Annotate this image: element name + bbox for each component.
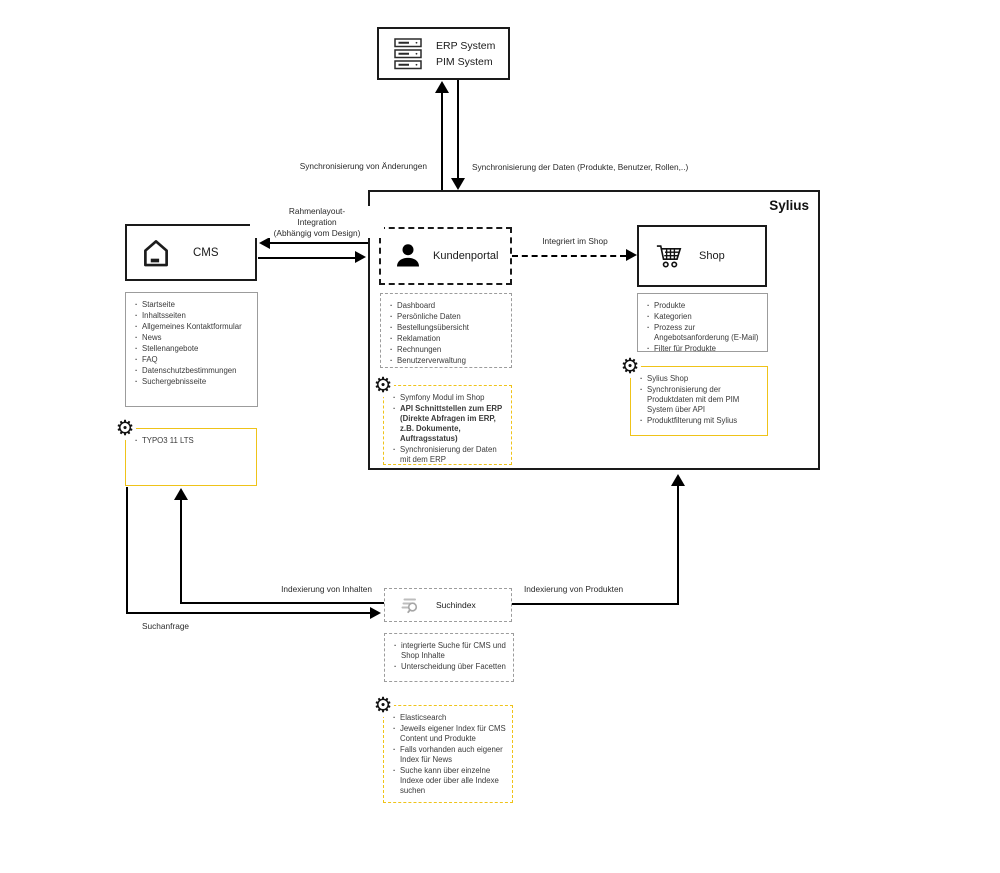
shop-feature-list[interactable]: ProdukteKategorienProzess zur Angebotsan… [637,293,768,354]
arrow-up-to-erp [435,81,449,93]
kundenportal-node-label: Kundenportal [433,250,499,262]
rahmenlayout-label-line2: Integration [297,216,337,227]
arrow-up-to-sylius [671,474,685,486]
gear-icon: ⚙ [372,694,394,717]
edge-suchanfrage-horizontal [126,612,370,614]
list-item: Prozess zur Angebotsanforderung (E-Mail) [647,323,763,343]
symfony-note[interactable]: ⚙ Symfony Modul im ShopAPI Schnittstelle… [372,375,512,465]
edge-rahmenlayout-left [270,242,368,244]
arrow-right-to-sylius [355,251,366,263]
arrow-down-to-sylius [451,178,465,190]
shopping-cart-icon [656,245,682,268]
edge-index-produkte-vertical [677,486,679,605]
list-item: Filter für Produkte [647,344,763,354]
rahmenlayout-label-line3: (Abhängig vom Design) [273,227,361,238]
list-item: integrierte Suche für CMS und Shop Inhal… [394,641,509,661]
arrow-right-to-suchindex [370,607,381,619]
list-item: Suchergebnisseite [135,377,253,387]
shop-node-label: Shop [699,250,725,262]
list-item: Reklamation [390,334,507,344]
rahmenlayout-label: Rahmenlayout- Integration (Abhängig vom … [250,206,384,239]
list-item: Produkte [647,301,763,311]
list-item: Persönliche Daten [390,312,507,322]
erp-pim-node[interactable]: ERP System PIM System [377,27,510,80]
suchanfrage-label: Suchanfrage [140,621,192,631]
list-item: Datenschutzbestimmungen [135,366,253,376]
sync-data-label: Synchronisierung der Daten (Produkte, Be… [470,162,691,172]
pim-node-label: PIM System [436,55,493,68]
list-item: Falls vorhanden auch eigener Index für N… [393,745,508,765]
home-icon [144,239,168,266]
list-item: FAQ [135,355,253,365]
sylius-container-title: Sylius [769,198,809,213]
search-index-icon [401,598,418,614]
person-icon [397,244,419,267]
list-item: Elasticsearch [393,713,508,723]
edge-index-produkte-horizontal [512,603,679,605]
list-item: Stellenangebote [135,344,253,354]
erp-node-label: ERP System [436,39,496,52]
list-item: Allgemeines Kontaktformular [135,322,253,332]
list-item: Symfony Modul im Shop [393,393,507,403]
gear-icon: ⚙ [619,355,641,378]
list-item: Produktfilterung mit Sylius [640,416,763,426]
arrow-right-to-shop [626,249,637,261]
arrow-up-to-cms [174,488,188,500]
shop-node[interactable]: Shop [637,225,767,287]
cms-node[interactable]: CMS [125,224,257,281]
suchindex-node[interactable]: Suchindex [384,588,512,622]
gear-icon: ⚙ [114,417,136,440]
edge-rahmenlayout-right [258,257,355,259]
suchindex-feature-list[interactable]: integrierte Suche für CMS und Shop Inhal… [384,633,514,682]
arrow-left-to-cms [259,237,270,249]
list-item: Benutzerverwaltung [390,356,507,366]
list-item: Suche kann über einzelne Indexe oder übe… [393,766,508,796]
typo3-note[interactable]: ⚙ TYPO3 11 LTS [114,418,257,486]
list-item: Synchronisierung der Daten mit dem ERP [393,445,507,465]
edge-sync-changes [441,92,443,190]
kundenportal-node[interactable]: Kundenportal [379,227,512,285]
list-item: News [135,333,253,343]
integriert-im-shop-label: Integriert im Shop [518,236,632,247]
edge-index-inhalte-horizontal [180,602,384,604]
indexierung-produkte-label: Indexierung von Produkten [522,584,626,594]
edge-sync-data [457,80,459,178]
list-item: Unterscheidung über Facetten [394,662,509,672]
list-item: Dashboard [390,301,507,311]
list-item: Sylius Shop [640,374,763,384]
cms-node-label: CMS [193,246,219,259]
gear-icon: ⚙ [372,374,394,397]
list-item: Rechnungen [390,345,507,355]
server-icon [394,37,422,69]
list-item: Startseite [135,300,253,310]
list-item: Kategorien [647,312,763,322]
list-item: TYPO3 11 LTS [135,436,252,446]
list-item: API Schnittstellen zum ERP (Direkte Abfr… [393,404,507,444]
list-item: Inhaltsseiten [135,311,253,321]
elasticsearch-note[interactable]: ⚙ ElasticsearchJeweils eigener Index für… [372,695,513,803]
indexierung-inhalte-label: Indexierung von Inhalten [220,584,374,594]
edge-suchanfrage-vertical [126,487,128,614]
cms-page-list[interactable]: StartseiteInhaltsseitenAllgemeines Konta… [125,292,258,407]
sylius-shop-note[interactable]: ⚙ Sylius ShopSynchronisierung der Produk… [619,356,768,436]
list-item: Synchronisierung der Produktdaten mit de… [640,385,763,415]
list-item: Jeweils eigener Index für CMS Content un… [393,724,508,744]
edge-integriert-im-shop [512,255,626,257]
kundenportal-feature-list[interactable]: DashboardPersönliche DatenBestellungsübe… [380,293,512,368]
rahmenlayout-label-line1: Rahmenlayout- [288,206,346,216]
list-item: Bestellungsübersicht [390,323,507,333]
sync-changes-label: Synchronisierung von Änderungen [225,161,429,171]
edge-index-inhalte-vertical [180,500,182,604]
suchindex-node-label: Suchindex [436,600,476,610]
